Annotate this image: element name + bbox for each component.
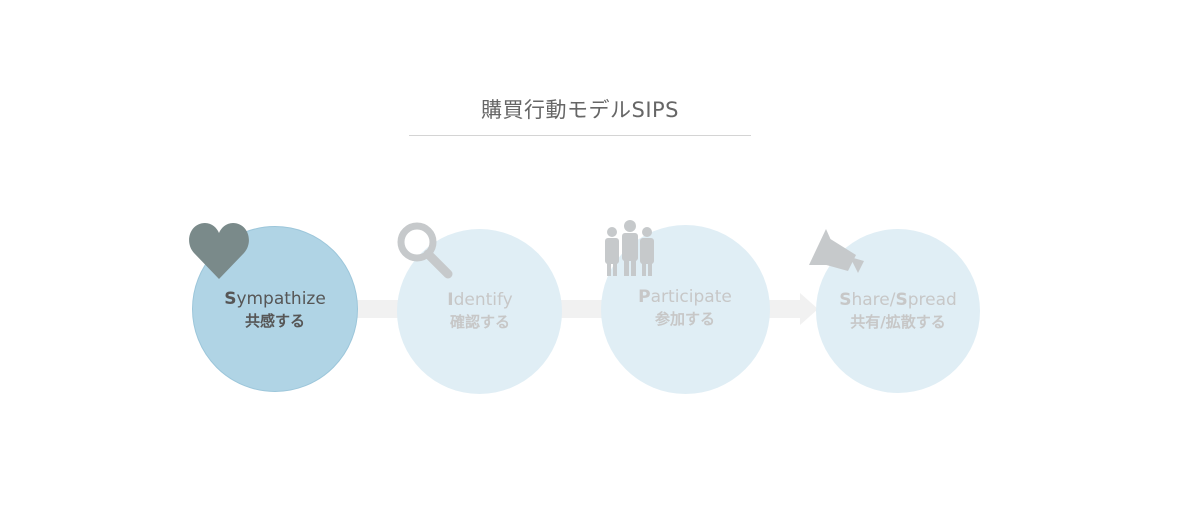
step-initial: P <box>638 287 651 307</box>
step-label-share-spread: Share/Spread 共有/拡散する <box>823 290 973 331</box>
step-initial: I <box>447 290 454 310</box>
step-initial: S <box>224 289 237 309</box>
step-name-rest: dentify <box>453 290 513 310</box>
people-icon <box>605 220 654 276</box>
step-initial-2: S <box>895 290 908 310</box>
heart-icon <box>189 223 249 279</box>
step-jp-label: 参加する <box>654 309 715 328</box>
step-jp-label: 確認する <box>449 312 510 331</box>
step-label-identify: Identify 確認する <box>415 290 545 331</box>
flow-arrowhead <box>800 293 818 325</box>
step-name-rest: ympathize <box>236 289 326 309</box>
step-label-participate: Participate 参加する <box>620 287 750 328</box>
diagram-title: 購買行動モデルSIPS <box>480 98 680 122</box>
step-name-rest-2: pread <box>907 290 957 310</box>
megaphone-icon <box>809 229 864 273</box>
step-jp-label: 共感する <box>244 311 305 330</box>
step-label-sympathize: Sympathize 共感する <box>210 289 340 330</box>
magnifier-icon <box>397 222 453 279</box>
step-name-rest: articipate <box>650 287 732 307</box>
step-initial: S <box>839 290 852 310</box>
title-underline <box>409 135 751 136</box>
connector-3-4 <box>768 300 802 318</box>
step-jp-label: 共有/拡散する <box>850 312 946 331</box>
connector-2-3 <box>558 300 608 318</box>
connector-1-2 <box>356 300 404 318</box>
step-name-rest: hare/ <box>851 290 896 310</box>
